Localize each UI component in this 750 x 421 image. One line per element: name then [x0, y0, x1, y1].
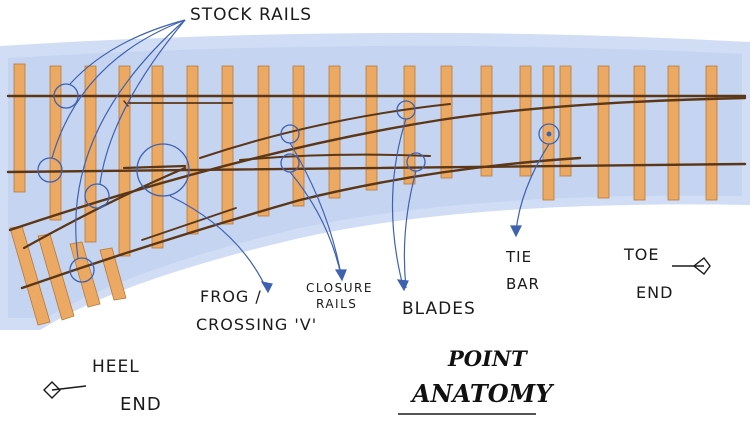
frog-v-rail-2 [22, 166, 187, 250]
closure-rails-label-line2: RAILS [316, 297, 357, 311]
stock-rail-circle [53, 83, 79, 109]
tie-bar-label-line1: TIE [505, 248, 532, 266]
toe-end-label-line1: TOE [623, 245, 659, 264]
sleeper [519, 65, 532, 177]
end-arrows [43, 257, 711, 399]
toe-arrowhead-icon [692, 257, 711, 275]
diverging-lower-rail [20, 156, 582, 290]
blade-bottom [239, 153, 431, 161]
sleeper [84, 65, 97, 243]
sleeper [186, 65, 199, 235]
heel-end-label-line1: HEEL [92, 357, 140, 377]
frog-label-line1: FROG / [200, 287, 262, 306]
heel-arrow-icon [51, 385, 87, 391]
heel-end-label-line2: END [120, 394, 162, 415]
frog-v-rail-1 [122, 164, 187, 170]
sleeper [151, 65, 164, 249]
stock-rail-circle [69, 257, 95, 283]
frog-label-line2: CROSSING 'V' [196, 315, 317, 334]
tie-bar-label-line2: BAR [506, 275, 540, 293]
sleeper [49, 65, 62, 221]
sleeper [365, 65, 378, 191]
title-line1: POINT [447, 346, 528, 371]
sleepers [13, 63, 718, 257]
blade-top [199, 103, 451, 159]
sleeper [99, 247, 127, 301]
sleeper [221, 65, 234, 225]
annotation-circles [37, 83, 560, 283]
sleeper [667, 65, 680, 201]
toe-end-label-line2: END [636, 283, 673, 302]
labels: STOCK RAILS FROG / CROSSING 'V' CLOSURE … [92, 5, 673, 415]
sleeper [13, 63, 26, 193]
annotation-leaders [51, 19, 550, 294]
sleeper [440, 65, 453, 179]
wing-rail [141, 207, 237, 241]
tie-bar-dot [546, 131, 552, 137]
sleeper [480, 65, 493, 177]
stock-rail-circle [84, 183, 110, 209]
title-line2: ANATOMY [410, 379, 555, 408]
sleeper [559, 65, 572, 177]
frog-circle [136, 143, 190, 197]
blades-label: BLADES [402, 299, 476, 319]
stock-rail-bottom [6, 162, 747, 174]
closure-rails-label-line1: CLOSURE [306, 281, 373, 295]
sleeper [705, 65, 718, 201]
sleeper [118, 65, 131, 257]
stock-rails-label: STOCK RAILS [190, 5, 312, 25]
sleeper [328, 65, 341, 199]
sleeper [257, 65, 270, 217]
heel-arrowhead-icon [43, 381, 61, 399]
sleeper [633, 65, 646, 201]
sleeper [597, 65, 610, 199]
stock-rail-circle [37, 157, 63, 183]
